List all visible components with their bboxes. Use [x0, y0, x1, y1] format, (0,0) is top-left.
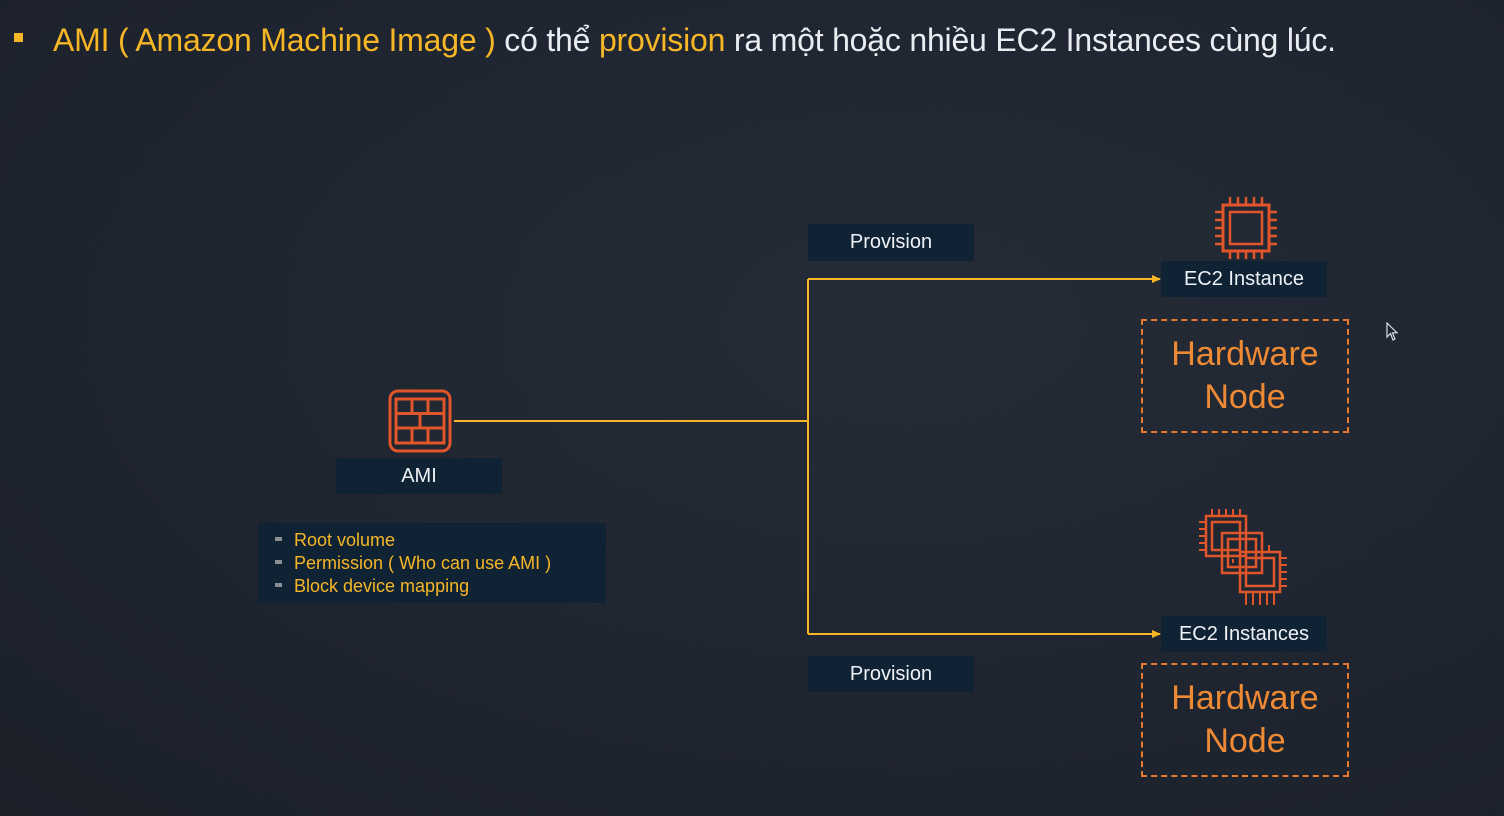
- hardware-node-bottom: Hardware Node: [1141, 663, 1349, 777]
- ec2-instance-label: EC2 Instance: [1161, 261, 1327, 297]
- provision-label-bottom: Provision: [808, 656, 974, 692]
- ami-property-permission: Permission ( Who can use AMI ): [272, 552, 606, 575]
- ec2-multi-chip-icon: [1199, 509, 1287, 605]
- provision-label-top: Provision: [808, 224, 974, 261]
- ami-label: AMI: [336, 458, 502, 494]
- hardware-node-top-label: Hardware Node: [1171, 335, 1319, 416]
- ec2-instances-label: EC2 Instances: [1161, 616, 1327, 652]
- ami-grid-icon: [388, 389, 452, 453]
- hardware-node-top: Hardware Node: [1141, 319, 1349, 433]
- ami-property-root-volume: Root volume: [272, 529, 606, 552]
- heading-provision-text: provision: [598, 22, 726, 58]
- heading-text-1: có thể: [495, 22, 599, 58]
- ami-properties-list: Root volume Permission ( Who can use AMI…: [258, 523, 606, 603]
- ami-property-block-device: Block device mapping: [272, 575, 606, 598]
- heading-ami-text: AMI ( Amazon Machine Image ): [53, 22, 496, 58]
- heading-bullet: [14, 33, 23, 43]
- ec2-chip-icon: [1215, 197, 1277, 259]
- slide-heading: AMI ( Amazon Machine Image ) có thể prov…: [14, 22, 1336, 59]
- heading-text-2: ra một hoặc nhiều EC2 Instances cùng lúc…: [725, 22, 1336, 58]
- hardware-node-bottom-label: Hardware Node: [1171, 679, 1319, 760]
- mouse-cursor-icon: [1386, 322, 1399, 341]
